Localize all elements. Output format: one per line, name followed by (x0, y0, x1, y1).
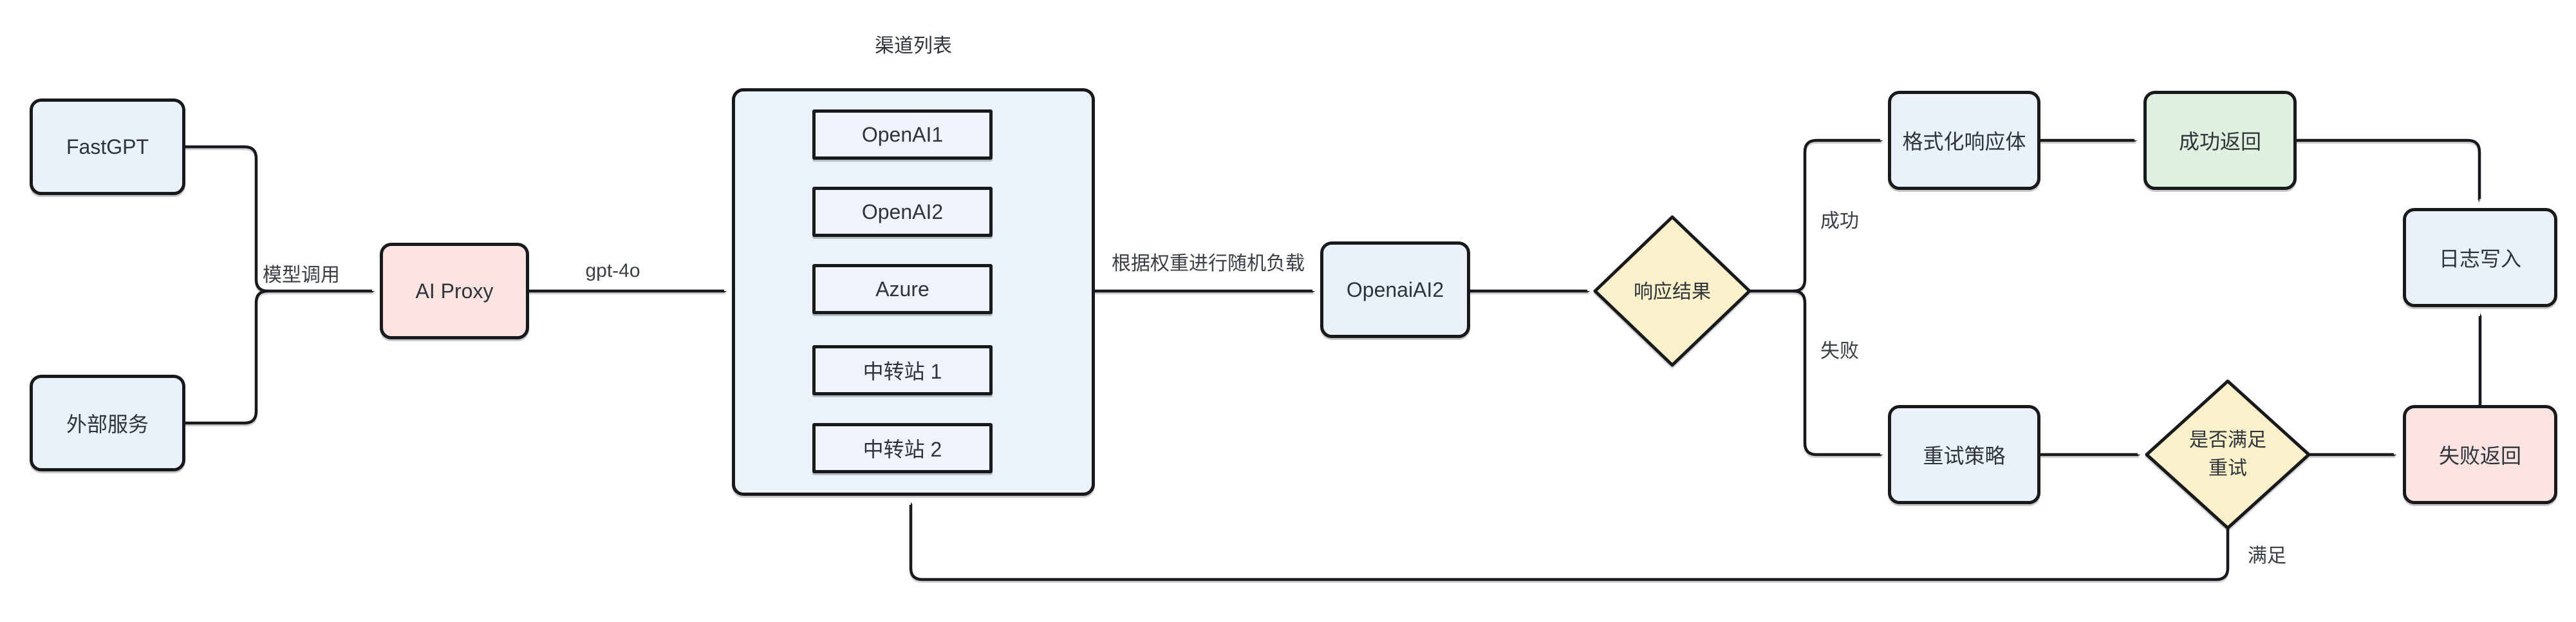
channel-item-azure: Azure (812, 264, 993, 314)
retry-check-label: 是否满足 重试 (2151, 426, 2305, 483)
edge-fastgpt-to-merge (185, 145, 268, 293)
node-fail-return: 失败返回 (2403, 405, 2557, 504)
edge-label-model-call: 模型调用 (263, 265, 340, 286)
channel-item-relay2: 中转站 2 (812, 423, 993, 473)
retry-check-label-line2: 重试 (2208, 458, 2247, 479)
edge-external-to-merge (185, 289, 268, 425)
response-result-label: 响应结果 (1634, 281, 1711, 303)
retry-check-diamond (2145, 379, 2311, 530)
channel-list-container: OpenAI1 OpenAI2 Azure 中转站 1 中转站 2 (732, 88, 1095, 496)
edge-result-fail-branch (1793, 289, 1880, 455)
channel-item-openai2: OpenAI2 (812, 187, 993, 237)
response-result-diamond (1593, 215, 1751, 367)
edge-label-success: 成功 (1820, 211, 1859, 232)
channel-item-relay1: 中转站 1 (812, 345, 993, 395)
node-log-write: 日志写入 (2403, 208, 2557, 307)
retry-check-label-line1: 是否满足 (2189, 429, 2266, 451)
node-retry-strategy: 重试策略 (1888, 405, 2040, 504)
edge-check-loopback-to-channels (909, 505, 2230, 581)
node-fastgpt: FastGPT (30, 99, 185, 195)
node-selected-channel: OpenaiAI2 (1320, 241, 1470, 338)
edge-label-fail: 失败 (1820, 341, 1859, 362)
edge-success-to-log (2297, 138, 2481, 199)
node-external-service: 外部服务 (30, 375, 185, 471)
edge-result-success-branch (1793, 138, 1880, 293)
node-format-response-body: 格式化响应体 (1888, 91, 2040, 190)
channel-list-title: 渠道列表 (875, 35, 952, 57)
channel-item-openai1: OpenAI1 (812, 109, 993, 160)
node-ai-proxy: AI Proxy (380, 243, 529, 339)
node-success-return: 成功返回 (2143, 91, 2297, 190)
edge-label-satisfy: 满足 (2248, 545, 2286, 567)
edge-label-load-balance: 根据权重进行随机负载 (1112, 253, 1305, 274)
edge-label-model-name: gpt-4o (585, 260, 640, 281)
